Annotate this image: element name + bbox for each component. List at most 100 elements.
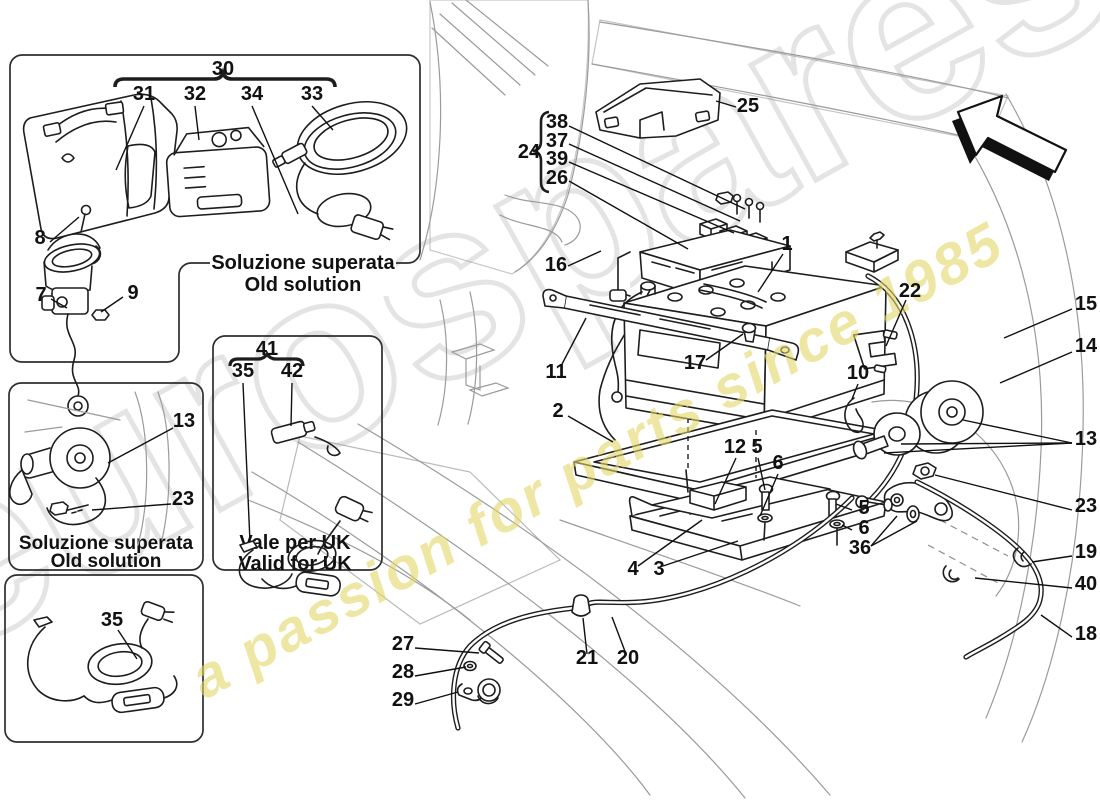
brace-24 [532, 110, 550, 194]
leader-line-33 [311, 105, 334, 131]
callout-label-10: 10 [847, 362, 869, 384]
battery-cover-bag-drawing [22, 93, 178, 240]
bracket-30 [113, 67, 337, 88]
callout-label-5: 5 [858, 497, 869, 519]
callout-label-36: 36 [849, 537, 871, 559]
inset-box-charger-kit [9, 54, 421, 363]
caption-charger-it: Soluzione superata [211, 252, 395, 274]
leader-line-42 [290, 382, 293, 427]
callout-label-34: 34 [241, 83, 264, 105]
old-sensor-inset-drawing [9, 391, 170, 546]
leader-line-6 [759, 473, 779, 517]
callout-label-42: 42 [281, 360, 303, 382]
callout-label-20: 20 [617, 647, 639, 669]
leader-line-13 [107, 427, 174, 464]
callout-label-2: 2 [552, 400, 563, 422]
callout-label-12: 12 [724, 436, 746, 458]
battery-charger-drawing [165, 126, 271, 218]
leader-line-37 [568, 143, 741, 222]
leader-line-29 [414, 691, 459, 705]
callout-label-14: 14 [1075, 335, 1098, 357]
leader-line-35 [117, 629, 138, 660]
callout-label-40: 40 [1075, 573, 1097, 595]
leader-line-36 [870, 520, 918, 547]
leader-lines [49, 100, 1073, 705]
leader-line-32 [194, 105, 200, 141]
inset-box-sensor-old [8, 382, 204, 571]
leader-line-31 [115, 105, 145, 171]
uk-kit-drawing [238, 420, 373, 597]
callout-label-33: 33 [301, 83, 323, 105]
leader-line-3 [662, 540, 739, 567]
callout-label-13: 13 [1075, 428, 1097, 450]
nut-drawing [912, 462, 937, 480]
callout-label-3: 3 [653, 558, 664, 580]
callout-label-6: 6 [772, 452, 783, 474]
callout-label-23: 23 [172, 488, 194, 510]
callout-label-41: 41 [256, 338, 278, 360]
leader-line-2 [567, 415, 614, 443]
caption-sensor-it: Soluzione superata [19, 533, 194, 554]
leader-line-39 [568, 161, 735, 234]
inset-boxes [4, 54, 421, 743]
bracket-41 [228, 350, 305, 367]
leader-line-17 [705, 333, 744, 361]
j-hook-drawing [844, 397, 864, 434]
leader-line-13 [900, 442, 1073, 445]
callout-label-8: 8 [34, 227, 45, 249]
callout-label-31: 31 [133, 83, 155, 105]
callout-label-35: 35 [101, 609, 123, 631]
leader-line-13 [883, 442, 1073, 454]
leader-line-15 [1003, 308, 1073, 339]
inset-box-conditioner [4, 574, 204, 743]
group-brackets [113, 67, 550, 367]
callout-label-13: 13 [173, 410, 195, 432]
callout-label-30: 30 [212, 58, 234, 80]
leader-line-11 [560, 317, 587, 367]
drain-hose-drawing [450, 495, 855, 731]
caption-uk-en: Valid for UK [238, 553, 352, 575]
leader-line-14 [999, 351, 1073, 384]
charger-cables-drawing [272, 101, 408, 241]
leader-line-9 [100, 296, 124, 313]
callout-label-9: 9 [127, 282, 138, 304]
leader-line-35 [242, 382, 251, 543]
callout-label-24: 24 [518, 141, 541, 163]
leader-line-13 [962, 419, 1073, 444]
callout-label-37: 37 [546, 130, 568, 152]
car-body-line-art [247, 0, 1084, 799]
leader-line-36 [870, 515, 898, 547]
leader-line-23 [91, 503, 172, 511]
leader-line-7 [50, 298, 68, 309]
callout-label-39: 39 [546, 148, 568, 170]
callout-label-11: 11 [545, 361, 566, 383]
leader-line-10 [851, 383, 859, 400]
leader-line-12 [714, 457, 737, 505]
callout-label-38: 38 [546, 111, 568, 133]
leader-line-26 [568, 180, 689, 250]
leader-line-28 [414, 666, 467, 677]
leader-line-21 [582, 617, 588, 655]
leader-line-4 [637, 519, 703, 567]
callout-label-4: 4 [627, 558, 639, 580]
direction-of-travel-arrow [952, 94, 1068, 181]
leader-line-1 [757, 253, 784, 293]
callout-label-32: 32 [184, 83, 206, 105]
leader-line-34 [251, 105, 299, 215]
leader-line-40 [974, 577, 1073, 589]
conditioner-cable-drawing [26, 600, 178, 714]
leader-line-18 [1040, 614, 1073, 638]
callout-label-18: 18 [1075, 623, 1097, 645]
callout-label-16: 16 [545, 254, 567, 276]
callout-label-15: 15 [1075, 293, 1097, 315]
callout-label-27: 27 [392, 633, 414, 655]
terminal-bracket-drawing [852, 329, 898, 374]
callout-label-35: 35 [232, 360, 254, 382]
leader-line-6 [841, 524, 853, 531]
leader-line-8 [49, 216, 80, 243]
leader-line-23 [934, 474, 1073, 511]
leader-line-5 [757, 457, 766, 491]
